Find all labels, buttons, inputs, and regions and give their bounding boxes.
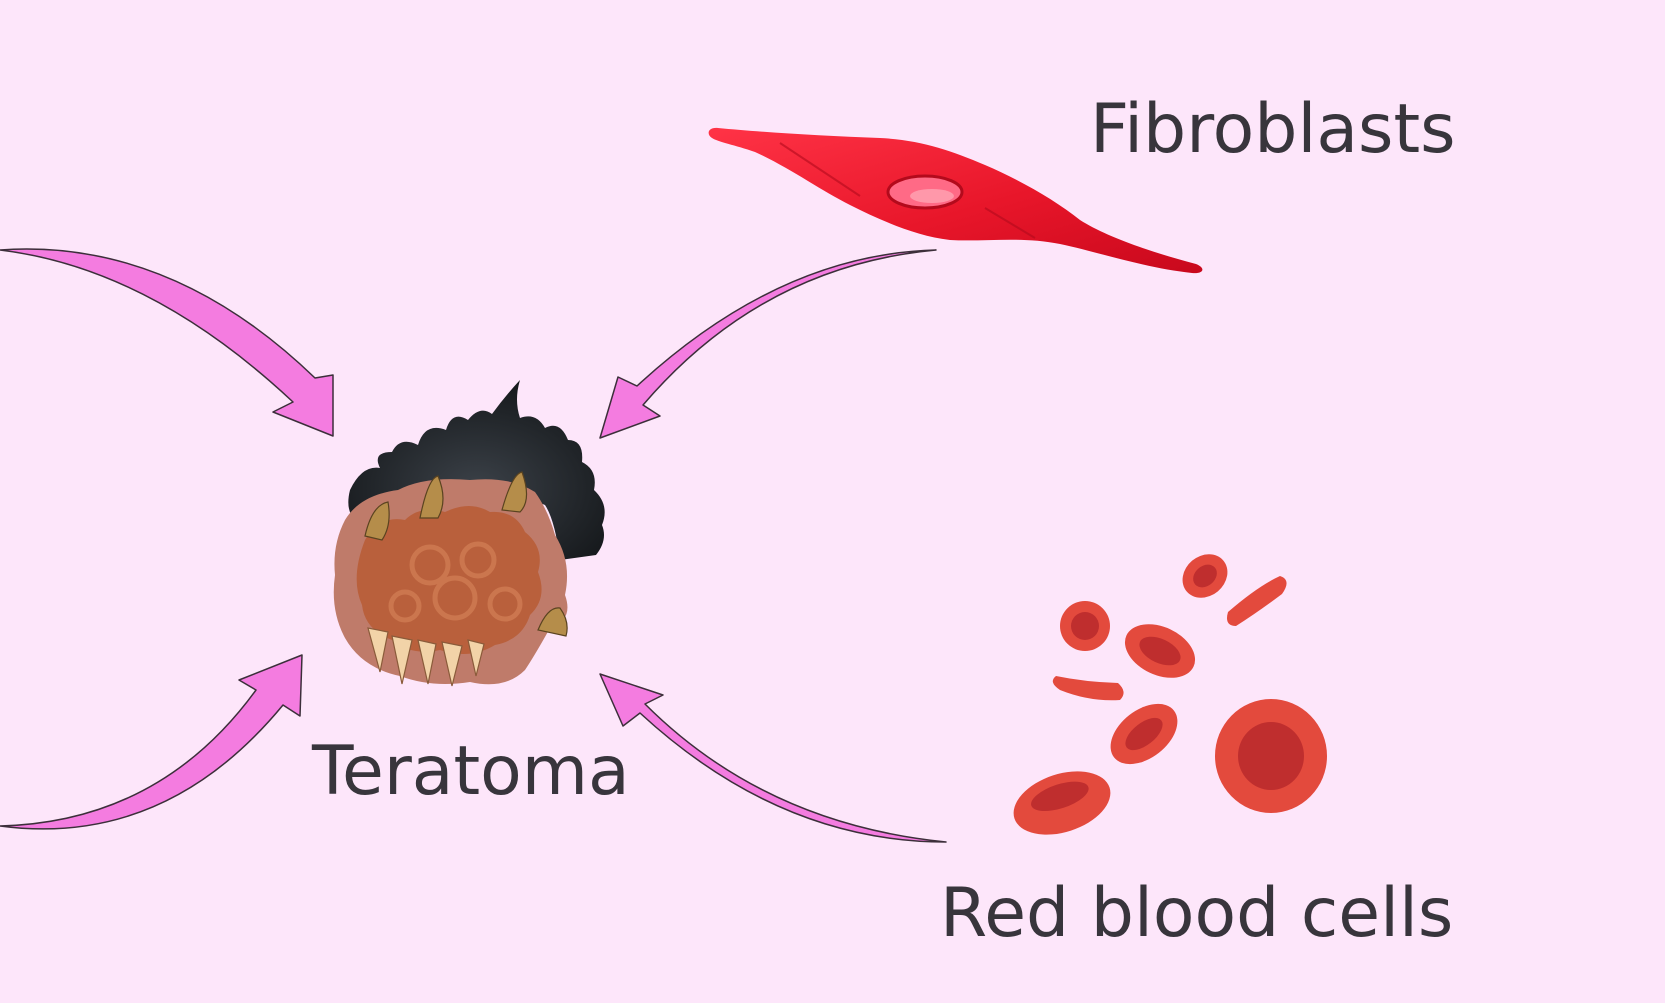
arrow-top-right [599,249,937,439]
teratoma-hair [348,380,605,560]
label-teratoma: Teratoma [312,732,630,811]
rbc-bottom-left [1013,771,1111,835]
rbc-top-small [1182,554,1228,598]
rbc-edge-left [1052,676,1124,701]
rbc-small-round [1060,601,1110,651]
label-red-blood-cells: Red blood cells [940,874,1454,953]
arrow-top-left [0,248,334,437]
rbc-edge-top-right [1227,576,1287,626]
arrows [0,248,947,843]
teratoma-horns [364,471,568,637]
rbc-oval-middle [1124,624,1196,678]
arrow-bottom-left [0,654,303,830]
rbc-tilted-center [1110,703,1178,765]
red-blood-cells-icon [1013,554,1327,835]
label-fibroblasts: Fibroblasts [1090,90,1456,169]
arrow-bottom-right [599,673,947,843]
rbc-large [1215,699,1327,813]
teratoma-tumor-icon [333,380,605,687]
fibroblast-cell-icon [708,127,1203,274]
teratoma-teeth [367,627,485,687]
